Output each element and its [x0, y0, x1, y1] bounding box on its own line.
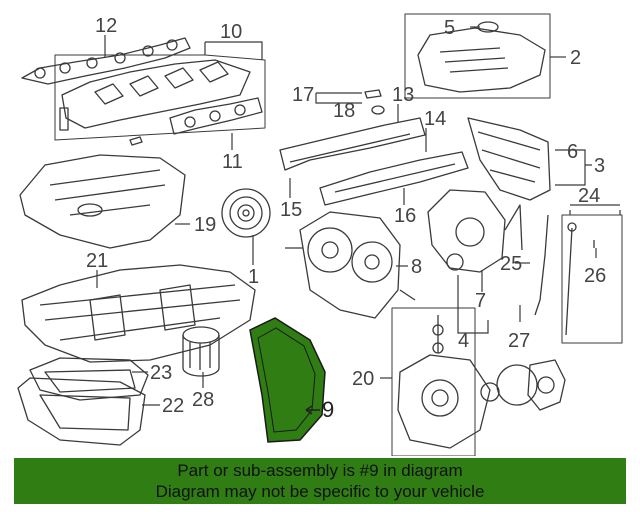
valve-cover-part — [279, 89, 469, 206]
leader-lines — [96, 26, 621, 406]
callout-14: 14 — [424, 108, 446, 130]
rear-timing-cover-part — [285, 211, 416, 319]
callout-4: 4 — [458, 330, 469, 352]
intake-manifold-part — [54, 54, 266, 146]
callout-23: 23 — [150, 362, 172, 384]
crank-pulley-part — [221, 188, 271, 238]
callout-19: 19 — [194, 214, 216, 236]
callout-26: 26 — [584, 265, 606, 287]
callout-24: 24 — [578, 185, 600, 207]
callout-20: 20 — [352, 368, 374, 390]
oil-pump-part — [391, 307, 566, 456]
oil-pan-upper-part — [21, 264, 256, 363]
upper-cover-part — [19, 154, 186, 249]
callout-12: 12 — [95, 15, 117, 37]
callout-5: 5 — [444, 17, 455, 39]
timing-cover-part — [467, 117, 551, 201]
oil-filter-part — [182, 326, 220, 377]
callout-10: 10 — [220, 21, 242, 43]
callout-9-arrow — [305, 405, 320, 415]
oil-pan-lower-part — [17, 357, 149, 446]
callout-13: 13 — [392, 84, 414, 106]
timing-belt-part — [249, 317, 326, 443]
callout-3: 3 — [594, 155, 605, 177]
callout-18: 18 — [333, 100, 355, 122]
callout-1: 1 — [248, 266, 259, 288]
callout-11: 11 — [222, 151, 243, 173]
callout-27: 27 — [508, 330, 530, 352]
callout-8: 8 — [411, 256, 422, 278]
banner-line-2: Diagram may not be specific to your vehi… — [155, 482, 485, 501]
callout-7: 7 — [475, 290, 486, 312]
callout-22: 22 — [162, 395, 184, 417]
callout-labels: 12 10 5 2 17 13 18 14 6 3 11 15 16 19 1 … — [86, 15, 606, 422]
callout-9: 9 — [322, 397, 334, 422]
callout-6: 6 — [567, 141, 578, 163]
parts-diagram: 12 10 5 2 17 13 18 14 6 3 11 15 16 19 1 … — [17, 13, 623, 456]
callout-16: 16 — [394, 205, 416, 227]
callout-25: 25 — [500, 253, 522, 275]
dipstick-part — [534, 214, 623, 344]
engine-cover-part — [404, 13, 551, 99]
intake-gasket-part — [21, 37, 191, 85]
callout-28: 28 — [192, 389, 214, 411]
callout-2: 2 — [570, 47, 581, 69]
callout-21: 21 — [86, 250, 108, 272]
callout-17: 17 — [292, 84, 314, 106]
inner-timing-cover-part — [427, 189, 523, 273]
banner-line-1: Part or sub-assembly is #9 in diagram — [177, 461, 463, 480]
callout-15: 15 — [280, 199, 302, 221]
part-notice-banner: Part or sub-assembly is #9 in diagram Di… — [14, 458, 626, 504]
